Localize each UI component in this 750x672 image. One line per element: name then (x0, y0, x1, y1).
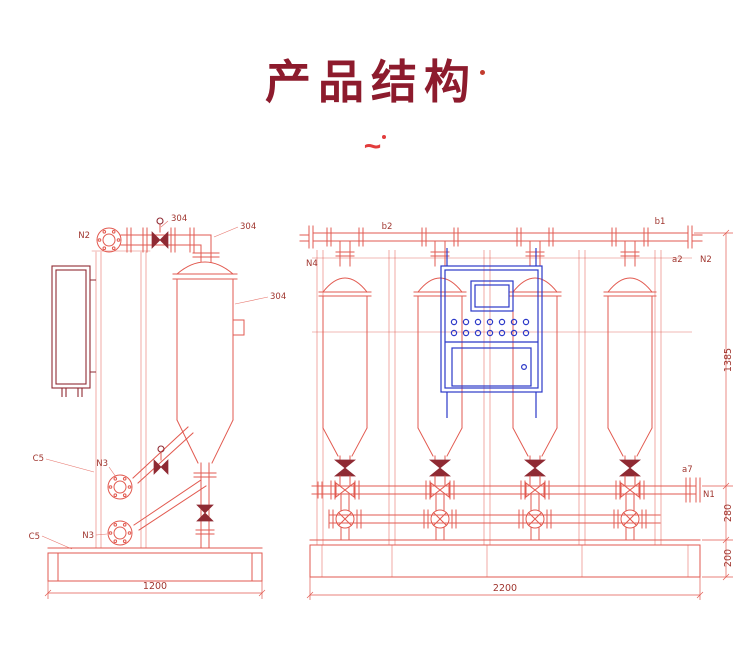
label-n4: N4 (306, 259, 318, 269)
label-a2: a2 (672, 255, 683, 265)
label-n3-lower: N3 (82, 531, 94, 541)
row2-flange-valve (613, 509, 647, 529)
panel-display (470, 280, 514, 312)
label-304-top: 304 (171, 214, 187, 224)
row1-valve (425, 480, 455, 500)
riser (516, 227, 554, 267)
riser (611, 227, 649, 267)
inlet-flange (96, 227, 122, 253)
dim-280: 280 (723, 504, 734, 522)
dim-200: 200 (723, 549, 734, 567)
label-n2-right: N2 (700, 255, 712, 265)
label-n2: N2 (78, 231, 90, 241)
n3-upper-flange (107, 474, 133, 500)
row2-flange-valve (328, 509, 362, 529)
left-base (47, 547, 263, 582)
left-elevation-view: N2 304 304 304 N3 C5 N3 C5 1200 (29, 214, 286, 599)
bottom-piping (311, 477, 701, 541)
label-c5-lower: C5 (29, 532, 40, 542)
right-base (309, 539, 701, 578)
row2-flange-valve (518, 509, 552, 529)
height-dimension-chain (694, 229, 733, 581)
label-a7: a7 (682, 465, 693, 475)
left-width-dimension (44, 556, 266, 599)
panel-door (451, 347, 532, 387)
riser (421, 227, 459, 267)
riser (326, 227, 364, 267)
label-n3-upper: N3 (96, 459, 108, 469)
front-view: N4 b2 b1 a2 N2 a7 N1 1385 280 200 2200 (299, 217, 734, 600)
vessel-1 (318, 277, 372, 487)
header-divider: ~ (0, 132, 750, 162)
vessel-bank (318, 277, 657, 487)
dim-1385: 1385 (723, 348, 734, 372)
valve-link (435, 493, 445, 541)
row1-valve (615, 480, 645, 500)
side-flanges (107, 474, 133, 546)
title-accent-dot (480, 70, 485, 75)
right-width-dimension (306, 550, 704, 600)
left-leaders (41, 220, 269, 550)
row2-flange-valve (423, 509, 457, 529)
divider-tilde: ~ (363, 130, 382, 163)
right-frame (312, 250, 692, 545)
valve-link (530, 493, 540, 541)
valve-link (625, 493, 635, 541)
label-c5-upper: C5 (33, 454, 44, 464)
label-304-elbow: 304 (240, 222, 256, 232)
vessel-4 (603, 277, 657, 487)
dim-2200: 2200 (493, 583, 517, 594)
vessel-3 (508, 277, 562, 487)
panel-buttons (450, 318, 530, 337)
top-manifold (299, 225, 703, 267)
vessel-2 (413, 277, 467, 487)
divider-dot (382, 135, 387, 139)
junction-box (51, 265, 96, 397)
drain-piping (132, 426, 207, 531)
label-b2: b2 (382, 222, 393, 232)
page-title: 产品结构 (265, 56, 477, 108)
inlet-piping (96, 217, 220, 263)
left-frame (91, 250, 151, 549)
n3-lower-flange (107, 520, 133, 546)
filter-vessel (172, 261, 245, 549)
dim-1200: 1200 (143, 581, 167, 592)
row1-valve (520, 480, 550, 500)
page-header: 产品结构 (0, 58, 750, 106)
door-handle (520, 364, 527, 371)
row1-valve (330, 480, 360, 500)
valve-link (340, 493, 350, 541)
label-304-shell: 304 (270, 292, 286, 302)
label-b1: b1 (655, 217, 666, 227)
label-n1: N1 (703, 490, 715, 500)
control-panel (440, 248, 543, 418)
